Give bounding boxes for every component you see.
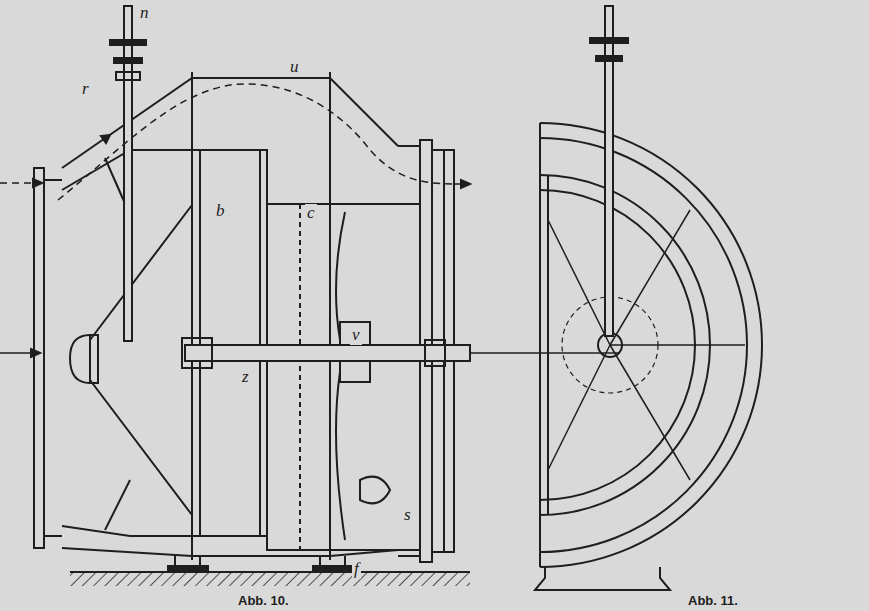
figure-caption: Abb. 10. [236,594,291,608]
part-letter: r [80,80,91,99]
part-letter: f [352,560,361,579]
part-letter: c [305,204,317,223]
section-view [0,6,620,586]
part-letter: n [138,4,151,23]
part-letter: v [350,326,362,345]
front-view [535,6,762,590]
part-letter: z [240,368,251,387]
part-letter: u [288,58,301,77]
part-letter: b [214,202,227,221]
figure-caption: Abb. 11. [686,594,740,608]
part-letter: s [402,506,413,525]
